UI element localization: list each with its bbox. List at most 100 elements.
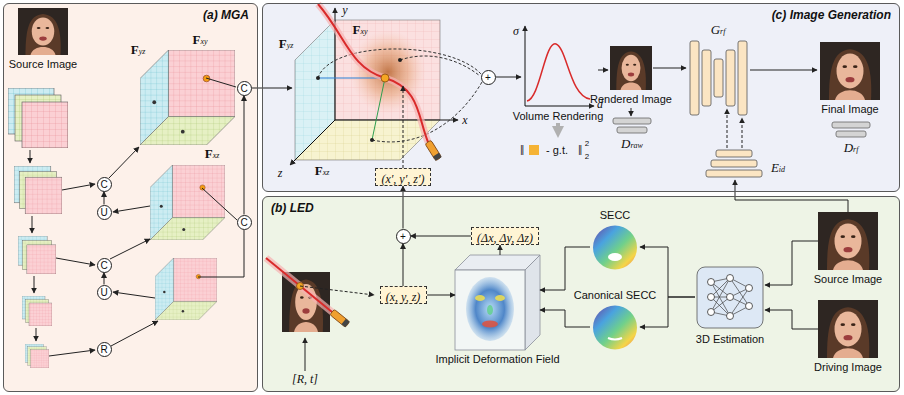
flow-arrow [49,350,95,356]
secc-face [608,253,622,261]
caption-text: Source Image [814,273,882,286]
label-text: z [278,166,283,181]
feature-stack [22,296,52,326]
face-photo [18,8,68,55]
panel-ground [262,3,900,192]
generator-bars [714,59,723,97]
flow-arrow [30,78,292,356]
node-text: U [98,286,111,299]
image-box: Final Image [820,42,880,100]
network-icon [746,285,753,292]
camera-ray [341,319,349,328]
feature-sampling [372,78,385,140]
feature-sampling [316,49,482,142]
network-icon [727,275,734,282]
feature-stack [18,236,56,274]
flow-connector [403,244,404,287]
generator-bars [690,41,747,115]
network-icon [697,267,763,328]
sum-circle: + [481,70,496,85]
camera-ray [425,140,442,161]
deformation-cube [466,277,514,341]
flow-connector [104,273,105,285]
flow-arrow [598,70,608,71]
coordinate-box: (x′, y′, z′) [375,168,431,186]
panel-heading: (a) MGA [203,8,249,22]
label-text: ‖ [578,142,582,159]
camera-ray [318,4,428,142]
module-panel: (b) LED+(Δx, Δy, Δz)(x, y, z)Implicit De… [262,196,900,392]
feature-stack [25,344,49,368]
loss-square [529,145,539,155]
coordinate-box: (Δx, Δy, Δz) [471,227,539,245]
encoder-bars [716,150,752,157]
flow-arrow [252,88,292,89]
triplane [140,50,235,320]
concat-circle: C [97,258,112,273]
loss-square [529,145,539,155]
panel-ground [3,3,900,392]
flow-arrow [631,108,632,116]
sum-circle: + [396,229,411,244]
concat-circle: C [237,81,252,96]
generator-bars [726,50,735,106]
feature-stack [8,88,68,148]
label-text: Fxy [352,22,367,39]
image-box: Driving Image [818,300,878,358]
node-text: C [238,216,251,229]
label-text: σ [513,24,519,39]
flow-arrow [653,68,686,69]
feature-sampling [370,138,374,142]
flow-arrow [496,77,521,78]
flow-arrow [198,230,244,277]
flow-arrow [305,338,306,371]
label-text: Draw [621,136,643,153]
deformation-cube [475,295,485,301]
camera-ray [266,258,332,312]
flow-arrow [206,78,236,87]
reshape-circle: R [97,342,112,357]
triplane [155,258,217,320]
flow-connector [411,236,472,237]
secc-face [593,226,637,350]
discriminator-bars [836,131,866,137]
caption-text: Implicit Deformation Field [435,353,559,366]
network-box: 3D Estimation [695,265,765,330]
network-icon [708,294,715,301]
network-icon [727,313,734,320]
node-text: (Δx, Δy, Δz) [477,230,533,246]
network-icon [727,294,734,301]
camera-ray [266,258,332,312]
network-icon [708,279,715,286]
deformation-cube [482,321,498,328]
flow-arrow [742,118,743,148]
discriminator-bars [613,118,870,137]
camera-ray [318,4,428,142]
discriminator-bars [617,127,647,133]
flow-arrow [109,147,139,178]
encoder-bars [706,150,762,177]
label-text: ‖ [520,142,524,159]
image-box: Source Image [18,8,68,55]
flow-arrow [62,184,95,190]
secc-face [593,226,637,270]
face-photo [818,212,878,270]
encoder-bars [711,160,757,167]
label-text: Drf [844,140,859,157]
feature-stack [14,166,62,214]
feature-sampling [318,49,481,78]
camera-ray [266,258,350,327]
flow-connector [765,241,818,285]
network-icon [746,303,753,310]
axis [290,8,458,165]
label-text: - g.t. [546,144,568,156]
node-text: + [397,230,410,243]
face-photo [820,42,880,100]
flow-arrow [750,70,817,71]
node-text: (x′, y′, z′) [381,171,424,187]
generator-bars [702,50,711,106]
flow-connector [765,310,818,329]
camera-ray [330,309,350,327]
